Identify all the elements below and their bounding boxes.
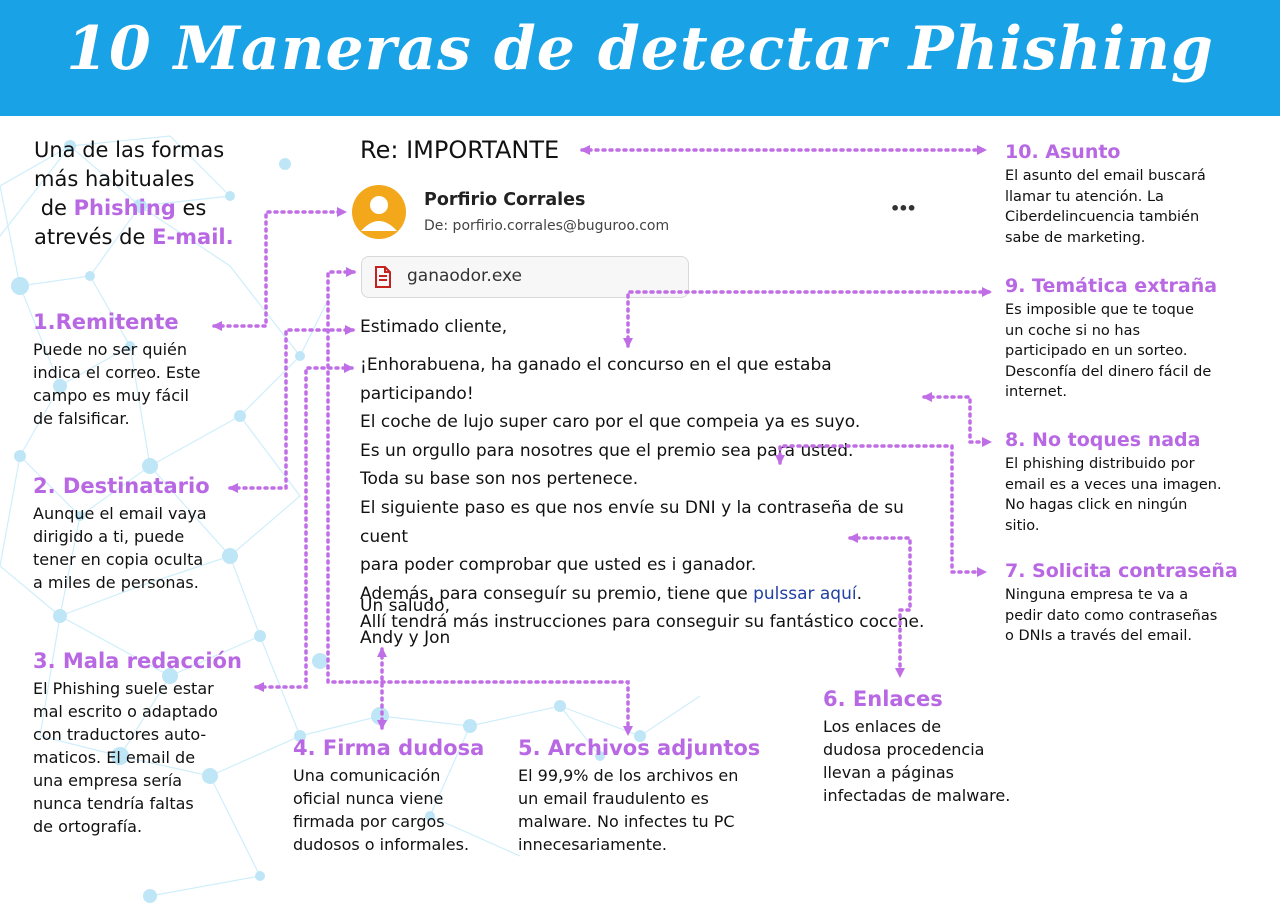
tip-6: 6. Enlaces Los enlaces de dudosa procede…: [823, 687, 1063, 807]
tip-line: de falsificar.: [33, 409, 130, 428]
tip-line: dudosa procedencia: [823, 740, 985, 759]
tip-line: dudosos o informales.: [293, 835, 470, 854]
tip-heading: 6. Enlaces: [823, 687, 943, 711]
tip-10: 10. Asunto El asunto del email buscará l…: [1005, 141, 1265, 248]
tip-line: mal escrito o adaptado: [33, 702, 218, 721]
tip-heading: 3. Mala redacción: [33, 649, 242, 673]
tip-2: 2. Destinatario Aunque el email vaya dir…: [33, 474, 273, 594]
phishing-link[interactable]: pulssar aquí: [753, 583, 857, 604]
tip-line: sitio.: [1005, 517, 1040, 534]
tip-line: El asunto del email buscará: [1005, 168, 1206, 184]
tip-heading: 4. Firma dudosa: [293, 736, 485, 760]
tip-line: No hagas click en ningún: [1005, 497, 1188, 513]
tip-line: un coche si no has: [1005, 322, 1141, 339]
tip-line: o DNIs a través del email.: [1005, 628, 1192, 644]
sender-name: Porfirio Corrales: [424, 190, 586, 210]
tip-line: Desconfía del dinero fácil de: [1005, 363, 1212, 380]
tip-line: El phishing distribuido por: [1005, 456, 1195, 472]
tip-line: una empresa sería: [33, 771, 183, 790]
tip-line: malware. No infectes tu PC: [518, 812, 735, 831]
tip-heading: 9. Temática extraña: [1005, 275, 1218, 297]
tip-line: nunca tendría faltas: [33, 794, 194, 813]
tip-9: 9. Temática extraña Es imposible que te …: [1005, 275, 1265, 403]
tip-heading: 2. Destinatario: [33, 474, 210, 498]
tip-line: firmada por cargos: [293, 812, 445, 831]
tip-8: 8. No toques nada El phishing distribuid…: [1005, 429, 1265, 536]
tip-line: Puede no ser quién: [33, 340, 188, 359]
intro-text-part: es: [175, 196, 207, 220]
title-banner: 10 Maneras de detectar Phishing: [0, 0, 1280, 116]
more-options-icon[interactable]: •••: [890, 199, 917, 218]
tip-line: email es a veces una imagen.: [1005, 476, 1222, 493]
tip-line: indica el correo. Este: [33, 363, 201, 382]
email-subject: Re: IMPORTANTE: [360, 136, 560, 164]
intro-line: de Phishing es: [34, 194, 294, 223]
tip-heading: 8. No toques nada: [1005, 429, 1201, 451]
tip-line: El Phishing suele estar: [33, 679, 214, 698]
tip-line: El 99,9% de los archivos en: [518, 766, 739, 785]
phishing-highlight: Phishing: [73, 196, 176, 220]
intro-text-part: atrevés de: [34, 225, 153, 249]
tip-heading: 7. Solicita contraseña: [1005, 560, 1238, 582]
tip-line: maticos. El email de: [33, 748, 196, 767]
tip-line: llevan a páginas: [823, 763, 954, 782]
person-icon: [361, 196, 397, 231]
tip-line: internet.: [1005, 384, 1067, 400]
tip-line: Aunque el email vaya: [33, 504, 207, 523]
tip-line: a miles de personas.: [33, 573, 199, 592]
tip-line: tener en copia oculta: [33, 550, 204, 569]
tip-line: Una comunicación: [293, 766, 441, 785]
tip-3: 3. Mala redacción El Phishing suele esta…: [33, 649, 283, 838]
tip-line: Los enlaces de: [823, 717, 942, 736]
tip-line: infectadas de malware.: [823, 786, 1011, 805]
tip-line: Ciberdelincuencia también: [1005, 209, 1200, 225]
tip-line: de ortografía.: [33, 817, 143, 836]
tip-line: dirigido a ti, puede: [33, 527, 185, 546]
page-title: 10 Maneras de detectar Phishing: [66, 14, 1214, 84]
tip-line: Ninguna empresa te va a: [1005, 587, 1189, 603]
tip-line: oficial nunca viene: [293, 789, 444, 808]
tip-heading: 1.Remitente: [33, 310, 179, 334]
tip-line: innecesariamente.: [518, 835, 667, 854]
tip-line: participado en un sorteo.: [1005, 343, 1188, 359]
tip-line: Es imposible que te toque: [1005, 302, 1194, 318]
tip-line: campo es muy fácil: [33, 386, 189, 405]
tip-line: llamar tu atención. La: [1005, 188, 1164, 205]
sender-address: De: porfirio.corrales@buguroo.com: [424, 218, 670, 234]
tip-line: un email fraudulento es: [518, 789, 709, 808]
tip-line: pedir dato como contraseñas: [1005, 607, 1218, 624]
tip-7: 7. Solicita contraseña Ninguna empresa t…: [1005, 560, 1275, 647]
tip-heading: 10. Asunto: [1005, 141, 1121, 163]
intro-text: Una de las formas más habituales de Phis…: [34, 136, 294, 252]
intro-line: más habituales: [34, 167, 195, 191]
intro-line: Una de las formas: [34, 138, 225, 162]
tip-1: 1.Remitente Puede no ser quién indica el…: [33, 310, 273, 430]
tip-line: con traductores auto-: [33, 725, 207, 744]
tip-line: sabe de marketing.: [1005, 229, 1146, 246]
sender-avatar: [352, 185, 406, 239]
tip-4: 4. Firma dudosa Una comunicación oficial…: [293, 736, 513, 856]
tip-5: 5. Archivos adjuntos El 99,9% de los arc…: [518, 736, 798, 856]
intro-text-part: de: [40, 196, 74, 220]
tip-heading: 5. Archivos adjuntos: [518, 736, 761, 760]
